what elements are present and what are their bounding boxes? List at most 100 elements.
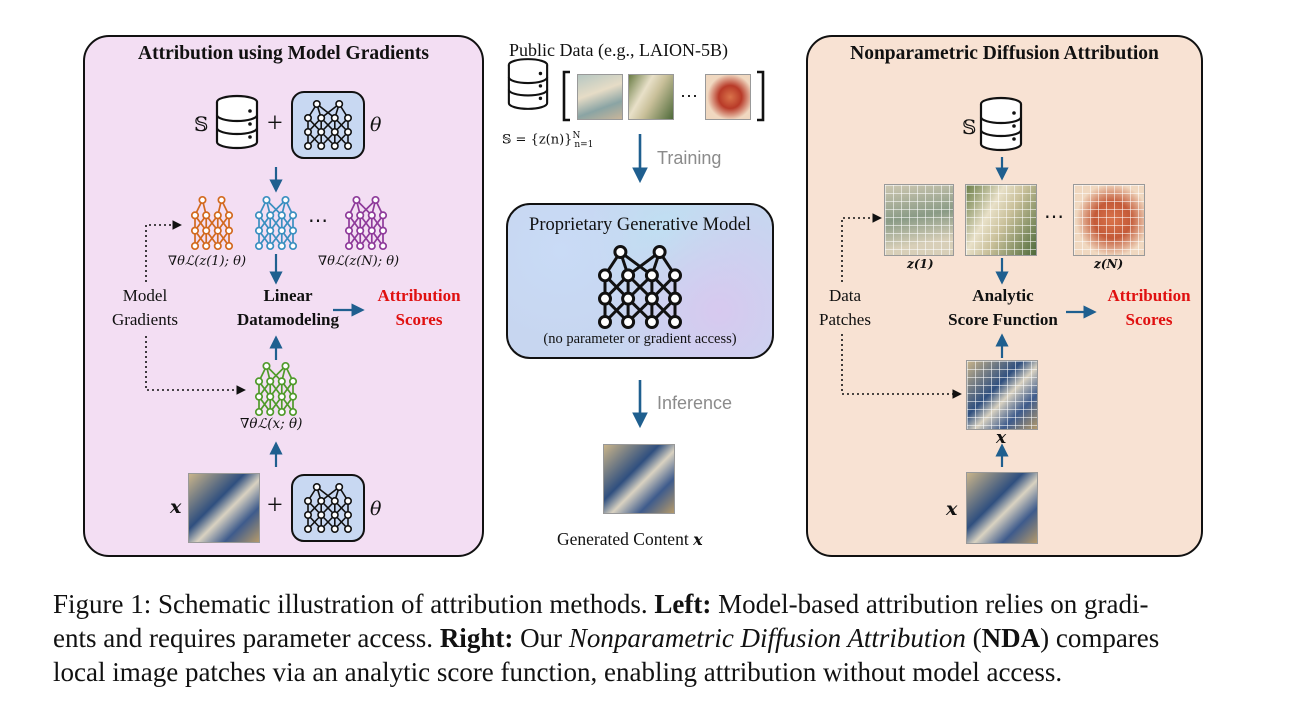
training-label: Training — [657, 148, 722, 168]
network-node — [254, 407, 264, 417]
network-node — [303, 114, 312, 123]
network-node — [303, 142, 312, 151]
network-node — [277, 407, 286, 417]
network-node — [344, 211, 354, 220]
patch-image-thumbnail — [1073, 184, 1145, 256]
database-icon — [215, 94, 259, 150]
network-node — [367, 211, 376, 220]
set-symbol: 𝕊 — [962, 115, 977, 139]
model-gradients-label: Model Gradients — [111, 286, 179, 329]
ellipsis: ⋯ — [680, 86, 698, 106]
network-node — [317, 524, 326, 533]
network-node — [367, 226, 376, 235]
network-node — [277, 377, 286, 386]
network-node — [224, 226, 234, 235]
network-node — [613, 245, 628, 259]
network-node — [224, 211, 234, 220]
network-node — [621, 315, 636, 329]
generated-image-thumbnail — [966, 472, 1038, 544]
network-node — [356, 211, 365, 220]
model-title: Proprietary Generative Model — [529, 215, 751, 235]
gradient-network-green-icon — [254, 361, 298, 417]
network-node — [343, 128, 352, 137]
network-node — [621, 268, 636, 283]
network-node — [281, 195, 290, 205]
network-node — [277, 211, 286, 220]
network-node — [266, 226, 275, 235]
figure-caption: Figure 1: Schematic illustration of attr… — [53, 587, 1253, 689]
dotted-connector — [145, 220, 182, 282]
network-node — [598, 291, 612, 306]
network-node — [288, 392, 298, 401]
network-node — [224, 241, 234, 251]
network-node — [330, 496, 339, 505]
caption-line-1: Figure 1: Schematic illustration of attr… — [53, 589, 1149, 619]
network-node — [266, 211, 275, 220]
dotted-connector — [841, 213, 882, 282]
network-node — [202, 226, 211, 235]
neural-network-icon — [303, 100, 352, 151]
network-node — [317, 114, 326, 123]
attribution-scores-left: Attribution Scores — [377, 286, 461, 329]
network-node — [343, 142, 352, 151]
network-node — [266, 377, 275, 386]
gradient-network-purple-icon — [344, 195, 388, 251]
bracket-right — [757, 70, 765, 122]
network-node — [343, 510, 352, 519]
network-node — [356, 241, 365, 251]
theta-symbol: θ — [370, 114, 382, 136]
network-node — [352, 195, 361, 205]
network-node — [668, 291, 682, 306]
network-node — [281, 361, 290, 371]
gradient-network-orange-icon — [190, 195, 234, 251]
network-node — [330, 524, 339, 533]
database-icon — [979, 96, 1023, 152]
network-node — [344, 226, 354, 235]
network-node — [190, 241, 200, 251]
data-patches-label: Data Patches — [819, 286, 871, 329]
database-icon — [507, 58, 549, 110]
network-node — [288, 241, 298, 251]
network-node — [330, 142, 339, 151]
network-node — [644, 315, 659, 329]
network-node — [378, 211, 388, 220]
patch-image-thumbnail — [884, 184, 954, 256]
generated-image-thumbnail — [603, 444, 675, 514]
gradient-network-blue-icon — [254, 195, 298, 251]
patch-image-thumbnail — [965, 184, 1037, 256]
network-node — [343, 114, 352, 123]
x-symbol-right: x — [946, 498, 958, 520]
network-node — [254, 392, 264, 401]
network-node — [312, 100, 321, 109]
analytic-score-label: Analytic Score Function — [948, 286, 1058, 329]
grad-last-label: ∇θℒ(z(N); θ) — [318, 254, 400, 269]
grad-first-label: ∇θℒ(z(1); θ) — [168, 254, 247, 269]
set-symbol: 𝕊 — [194, 112, 209, 136]
x-symbol-patched: x — [996, 428, 1007, 448]
network-node — [317, 510, 326, 519]
network-node — [330, 114, 339, 123]
network-node — [335, 100, 344, 109]
zN-label: z(N) — [1094, 257, 1124, 271]
network-node — [644, 268, 659, 283]
patched-generated-image — [966, 360, 1038, 430]
network-node — [378, 226, 388, 235]
dotted-connector — [145, 336, 246, 395]
network-node — [254, 226, 264, 235]
network-node — [371, 195, 380, 205]
ellipsis: ⋯ — [1044, 206, 1064, 228]
set-definition: 𝕊 = {z(n)}Nn=1 — [502, 131, 594, 150]
right-panel: Nonparametric Diffusion Attribution — [806, 35, 1203, 557]
inference-label: Inference — [657, 393, 733, 413]
left-panel: Attribution using Model Gradients — [83, 35, 484, 557]
public-data-label: Public Data (e.g., LAION-5B) — [509, 40, 728, 60]
model-note: (no parameter or gradient access) — [543, 331, 737, 347]
theta-symbol: θ — [370, 498, 382, 520]
network-node — [303, 524, 312, 533]
proprietary-model-box: Proprietary Generative Model (no paramet… — [506, 203, 774, 359]
left-panel-title: Attribution using Model Gradients — [138, 43, 429, 64]
network-node — [202, 211, 211, 220]
network-node — [621, 291, 636, 306]
plus-sign: + — [267, 490, 283, 521]
